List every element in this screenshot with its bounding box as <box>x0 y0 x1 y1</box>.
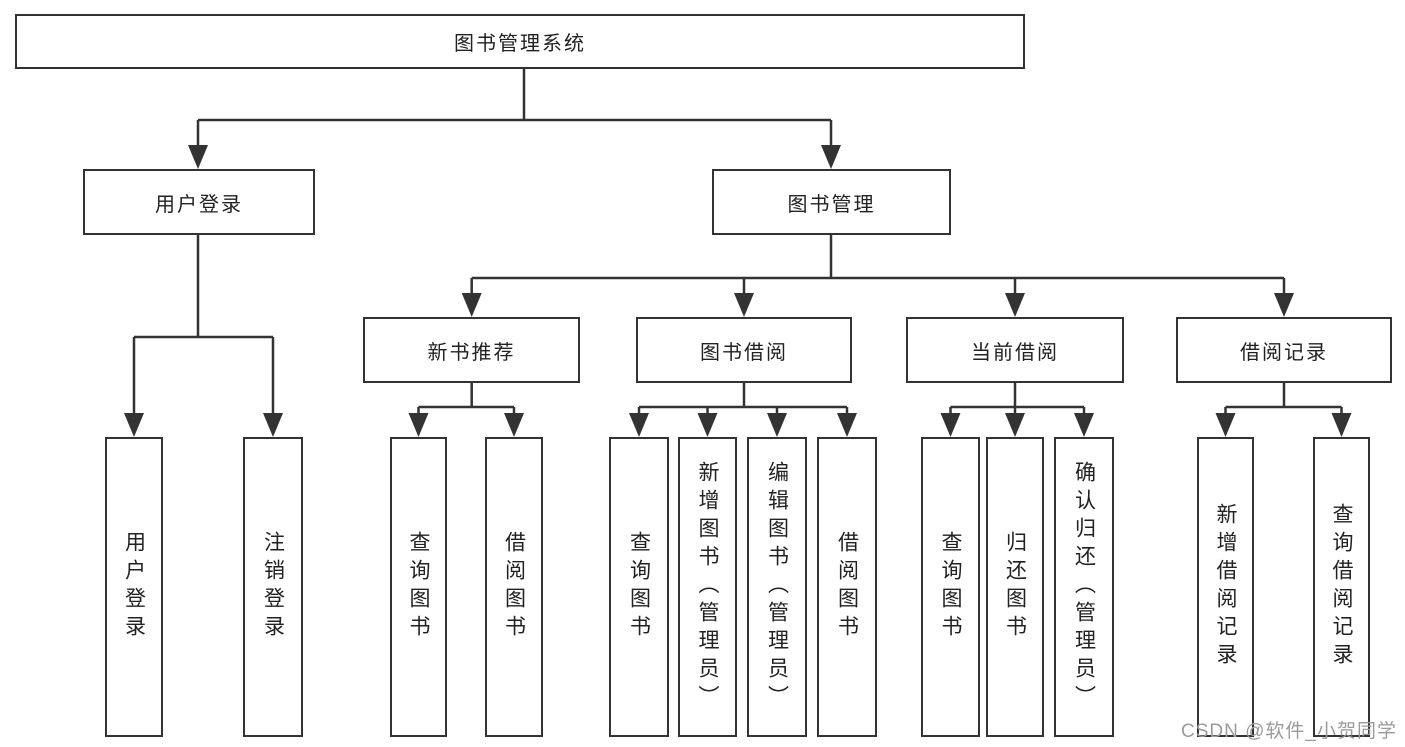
node-leaf-edit-books-admin: 编辑图书（管理员） <box>747 437 807 737</box>
node-leaf-recommend-borrow-books-label: 借阅图书 <box>502 531 526 643</box>
node-book-management-label: 图书管理 <box>787 193 876 216</box>
node-borrowing-records: 借阅记录 <box>1176 317 1392 383</box>
node-user-login: 用户登录 <box>83 169 315 235</box>
node-leaf-return-books: 归还图书 <box>986 437 1044 737</box>
node-book-borrowing: 图书借阅 <box>636 317 852 383</box>
node-book-borrowing-label: 图书借阅 <box>700 341 788 364</box>
node-leaf-recommend-query-books-label: 查询图书 <box>407 531 430 643</box>
node-leaf-add-borrow-record: 新增借阅记录 <box>1197 437 1254 737</box>
node-leaf-user-login-label: 用户登录 <box>122 531 146 643</box>
node-root-label: 图书管理系统 <box>454 33 586 55</box>
node-leaf-borrowing-borrow-books: 借阅图书 <box>817 437 877 737</box>
node-borrowing-records-label: 借阅记录 <box>1240 341 1328 364</box>
node-root: 图书管理系统 <box>15 14 1025 69</box>
node-leaf-edit-books-admin-label: 编辑图书（管理员） <box>765 461 789 713</box>
node-leaf-add-borrow-record-label: 新增借阅记录 <box>1214 503 1237 671</box>
arrowhead-icons <box>124 145 1352 437</box>
node-leaf-recommend-borrow-books: 借阅图书 <box>485 437 543 737</box>
node-new-book-recommend-label: 新书推荐 <box>427 341 516 364</box>
node-book-management: 图书管理 <box>712 169 951 235</box>
node-leaf-current-query-books: 查询图书 <box>921 437 980 737</box>
watermark: CSDN @软件_小贺同学 <box>1181 721 1397 742</box>
node-leaf-borrowing-query-books: 查询图书 <box>609 437 669 737</box>
node-leaf-current-query-books-label: 查询图书 <box>939 531 962 643</box>
node-leaf-confirm-return-admin-label: 确认归还（管理员） <box>1072 461 1096 713</box>
node-user-login-label: 用户登录 <box>155 193 243 216</box>
node-leaf-query-borrow-record-label: 查询借阅记录 <box>1330 503 1353 671</box>
node-leaf-query-borrow-record: 查询借阅记录 <box>1313 437 1370 737</box>
node-leaf-confirm-return-admin: 确认归还（管理员） <box>1054 437 1114 737</box>
node-leaf-logout-label: 注销登录 <box>261 531 285 643</box>
node-leaf-recommend-query-books: 查询图书 <box>390 437 447 737</box>
node-current-borrowing: 当前借阅 <box>906 317 1124 383</box>
node-current-borrowing-label: 当前借阅 <box>971 341 1059 364</box>
node-leaf-borrowing-query-books-label: 查询图书 <box>627 531 651 643</box>
node-leaf-borrowing-borrow-books-label: 借阅图书 <box>835 531 859 643</box>
node-leaf-add-books-admin-label: 新增图书（管理员） <box>696 461 719 713</box>
node-leaf-logout: 注销登录 <box>243 437 303 737</box>
node-leaf-return-books-label: 归还图书 <box>1003 531 1027 643</box>
node-leaf-user-login: 用户登录 <box>105 437 163 737</box>
node-new-book-recommend: 新书推荐 <box>363 317 580 383</box>
node-leaf-add-books-admin: 新增图书（管理员） <box>678 437 737 737</box>
